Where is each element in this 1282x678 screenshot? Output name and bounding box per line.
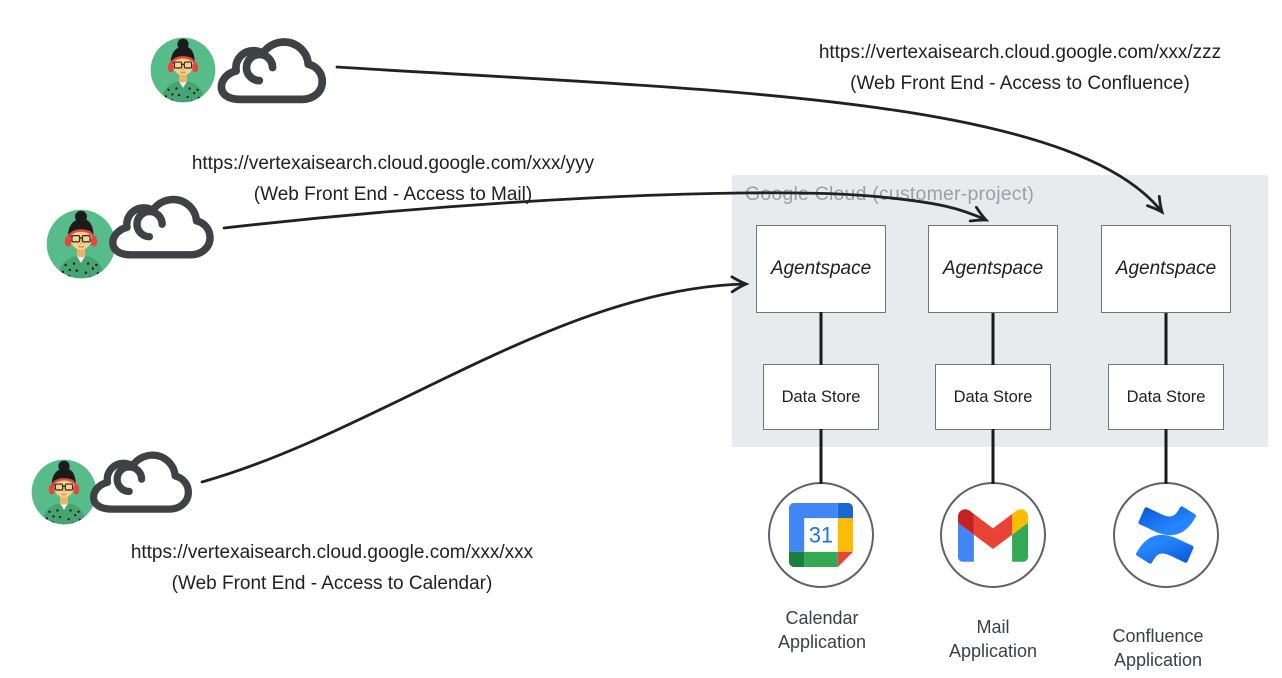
url-text: https://vertexaisearch.cloud.google.com/… [130,542,534,563]
url-annotation-confluence: https://vertexaisearch.cloud.google.com/… [770,37,1270,99]
url-caption: (Web Front End - Access to Confluence) [850,73,1190,94]
app-label-line: Application [777,632,867,652]
datastore-box-mail: Data Store [935,364,1051,430]
agentspace-box-calendar: Agentspace [756,225,886,313]
calendar-day-number: 31 [809,523,833,548]
person-avatar-icon [150,37,216,103]
url-text: https://vertexaisearch.cloud.google.com/… [191,153,595,174]
agentspace-box-mail: Agentspace [928,225,1058,313]
agentspace-box-confluence: Agentspace [1101,225,1231,313]
datastore-box-calendar: Data Store [763,364,879,430]
arrow-user3-to-calendar-agentspace [200,275,750,484]
datastore-label: Data Store [781,387,861,406]
cloud-icon [211,28,337,111]
app-label-line: Confluence [1112,626,1204,646]
confluence-app-circle [1113,482,1219,588]
google-cloud-label: Google Cloud (customer-project) [745,183,1035,205]
url-annotation-calendar: https://vertexaisearch.cloud.google.com/… [82,537,582,599]
app-label-line: Mail [976,617,1010,637]
app-label-line: Application [948,641,1038,661]
datastore-box-confluence: Data Store [1108,364,1224,430]
calendar-app-circle: 31 [768,482,874,588]
app-label-line: Application [1113,650,1203,670]
google-calendar-icon: 31 [789,503,853,567]
confluence-icon [1136,506,1196,564]
mail-app-label: Mail Application [908,615,1078,663]
cloud-icon [103,186,224,266]
calendar-app-label: Calendar Application [737,606,907,654]
mail-app-circle [940,482,1046,588]
confluence-app-label: Confluence Application [1073,624,1243,672]
url-caption: (Web Front End - Access to Calendar) [171,573,493,594]
app-label-line: Calendar [785,608,859,628]
gmail-icon [958,508,1028,562]
agentspace-label: Agentspace [770,258,872,279]
url-text: https://vertexaisearch.cloud.google.com/… [818,42,1222,63]
datastore-label: Data Store [1126,387,1206,406]
agentspace-label: Agentspace [1115,258,1217,279]
cloud-icon [84,442,202,520]
agentspace-label: Agentspace [942,258,1044,279]
datastore-label: Data Store [953,387,1033,406]
